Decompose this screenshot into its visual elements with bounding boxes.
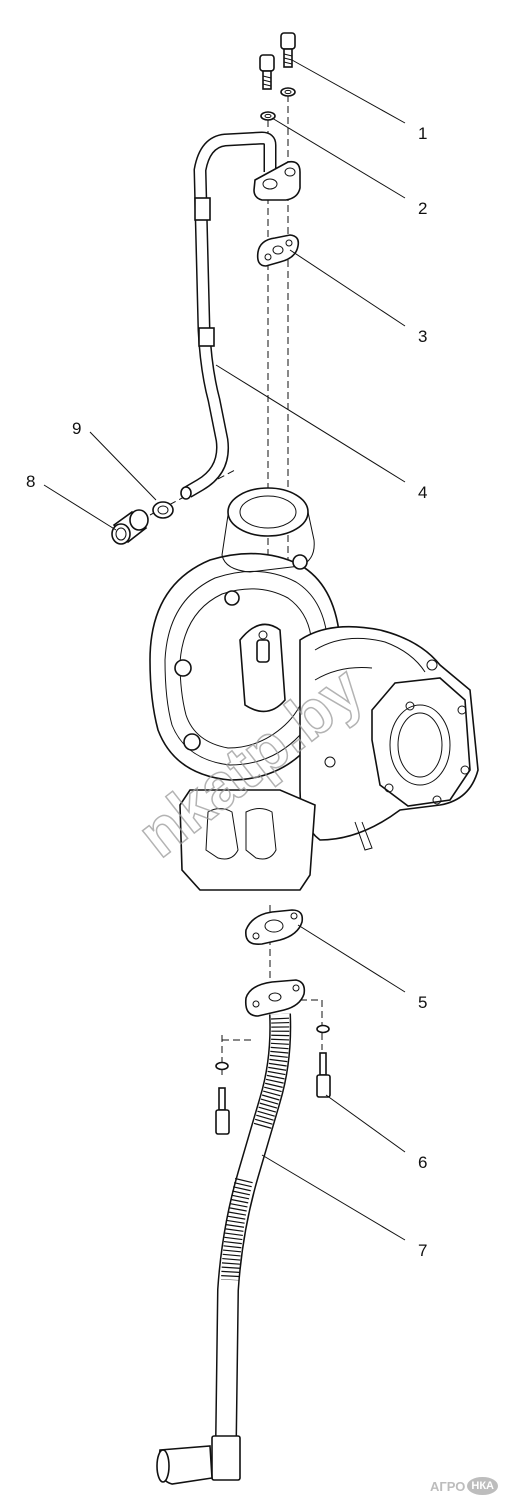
gasket-upper-part: [256, 234, 300, 267]
callout-4: 4: [418, 483, 427, 502]
callout-8: 8: [26, 472, 35, 491]
callout-labels: 1 2 3 4 5 6 7 8 9: [26, 124, 427, 1260]
callout-7: 7: [418, 1241, 427, 1260]
oil-drain-pipe-part: [156, 979, 306, 1485]
logo-badge: НКА: [467, 1477, 498, 1495]
agro-nka-logo: АГРО НКА: [430, 1477, 498, 1495]
bolt-part: [259, 32, 296, 90]
callout-1: 1: [418, 124, 427, 143]
gasket-lower-part: [245, 909, 304, 946]
callout-3: 3: [418, 327, 427, 346]
stud-bolt-part: [215, 1024, 331, 1135]
callout-5: 5: [418, 993, 427, 1012]
leader-lines: [43, 59, 406, 1241]
callout-6: 6: [418, 1153, 427, 1172]
oil-supply-pipe-part: [180, 131, 301, 500]
union-fitting-part: [111, 509, 149, 545]
turbocharger-body: [149, 487, 479, 891]
callout-9: 9: [72, 419, 81, 438]
logo-text: АГРО: [430, 1478, 466, 1494]
sealing-ring-part: [152, 501, 174, 519]
washer-part: [260, 87, 296, 121]
callout-2: 2: [418, 199, 427, 218]
